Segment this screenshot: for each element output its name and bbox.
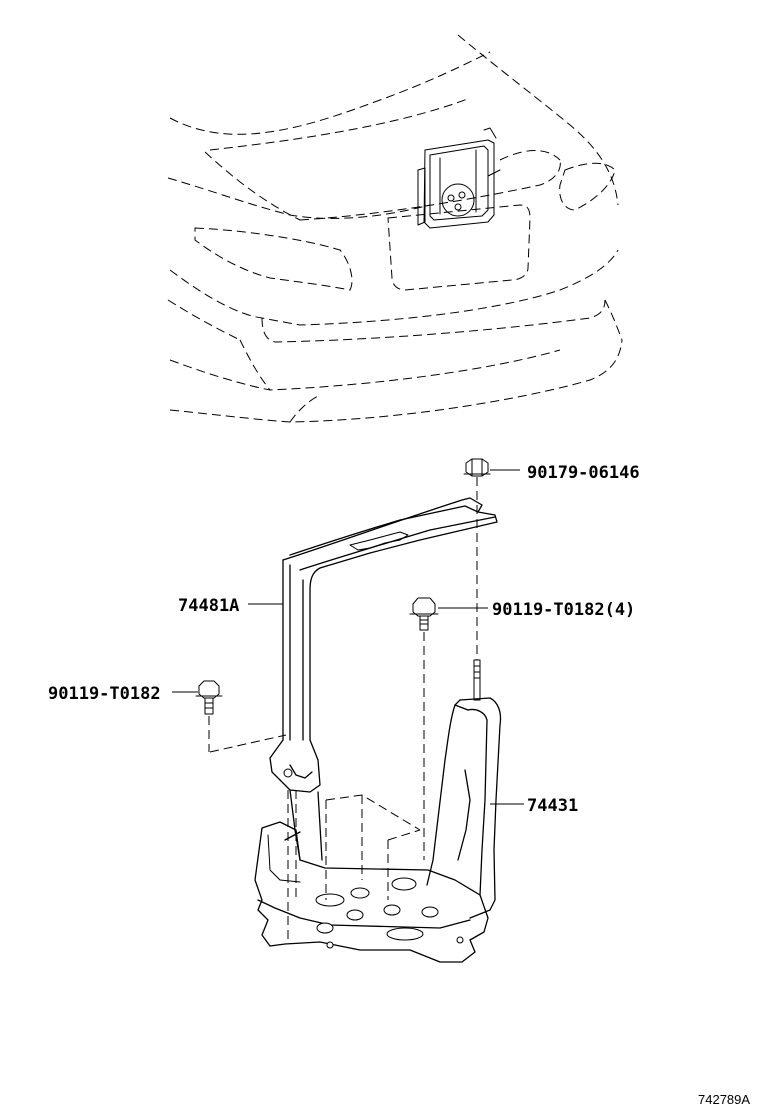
- label-nut-upper: 90179-06146: [527, 463, 640, 483]
- bolt-90119-T0182-4-middle: [409, 597, 488, 860]
- label-bolt-left: 90119-T0182: [48, 684, 161, 704]
- label-bolt-middle: 90119-T0182(4): [492, 600, 635, 620]
- label-bracket-upper: 74481A: [178, 596, 239, 616]
- battery-location-icon: [417, 127, 501, 229]
- battery-tray-74431: [254, 659, 524, 963]
- nut-90179-06146: [463, 458, 520, 660]
- figure-code: 742789A: [698, 1092, 750, 1107]
- car-rear-illustration: [167, 34, 623, 423]
- bracket-74481A: [209, 497, 498, 793]
- label-battery-tray: 74431: [527, 796, 578, 816]
- bolt-90119-T0182-left: [172, 680, 223, 752]
